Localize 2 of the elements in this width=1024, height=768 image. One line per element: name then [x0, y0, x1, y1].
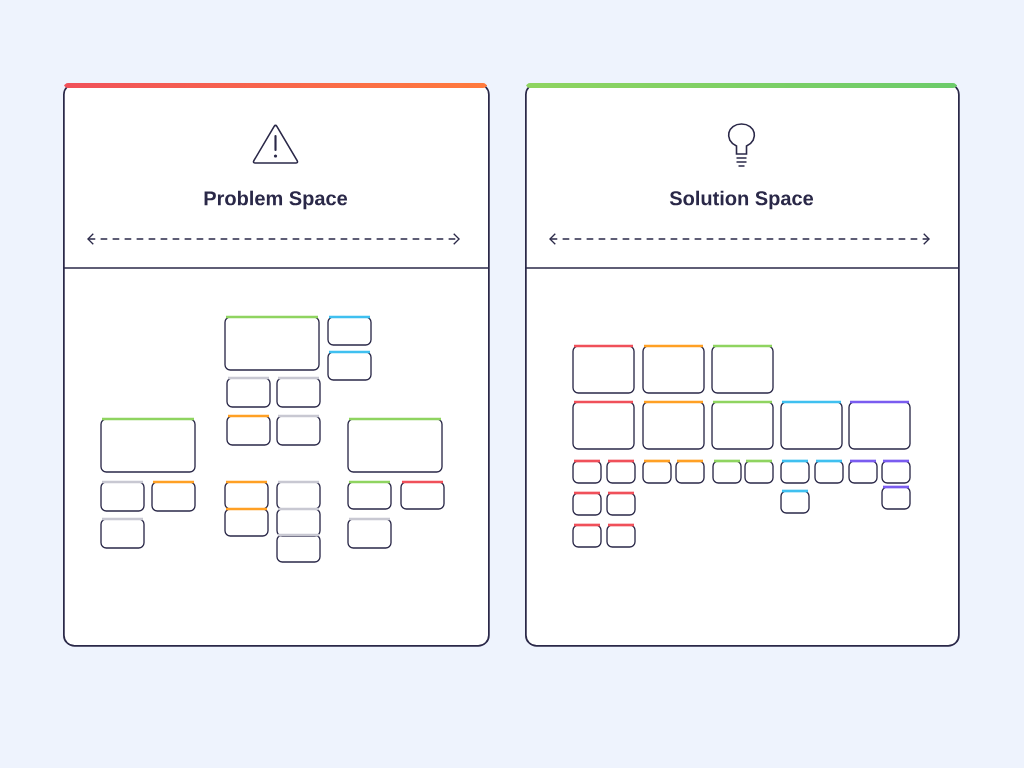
panel: Problem Space — [62, 83, 490, 647]
panel: Solution Space — [524, 83, 960, 647]
